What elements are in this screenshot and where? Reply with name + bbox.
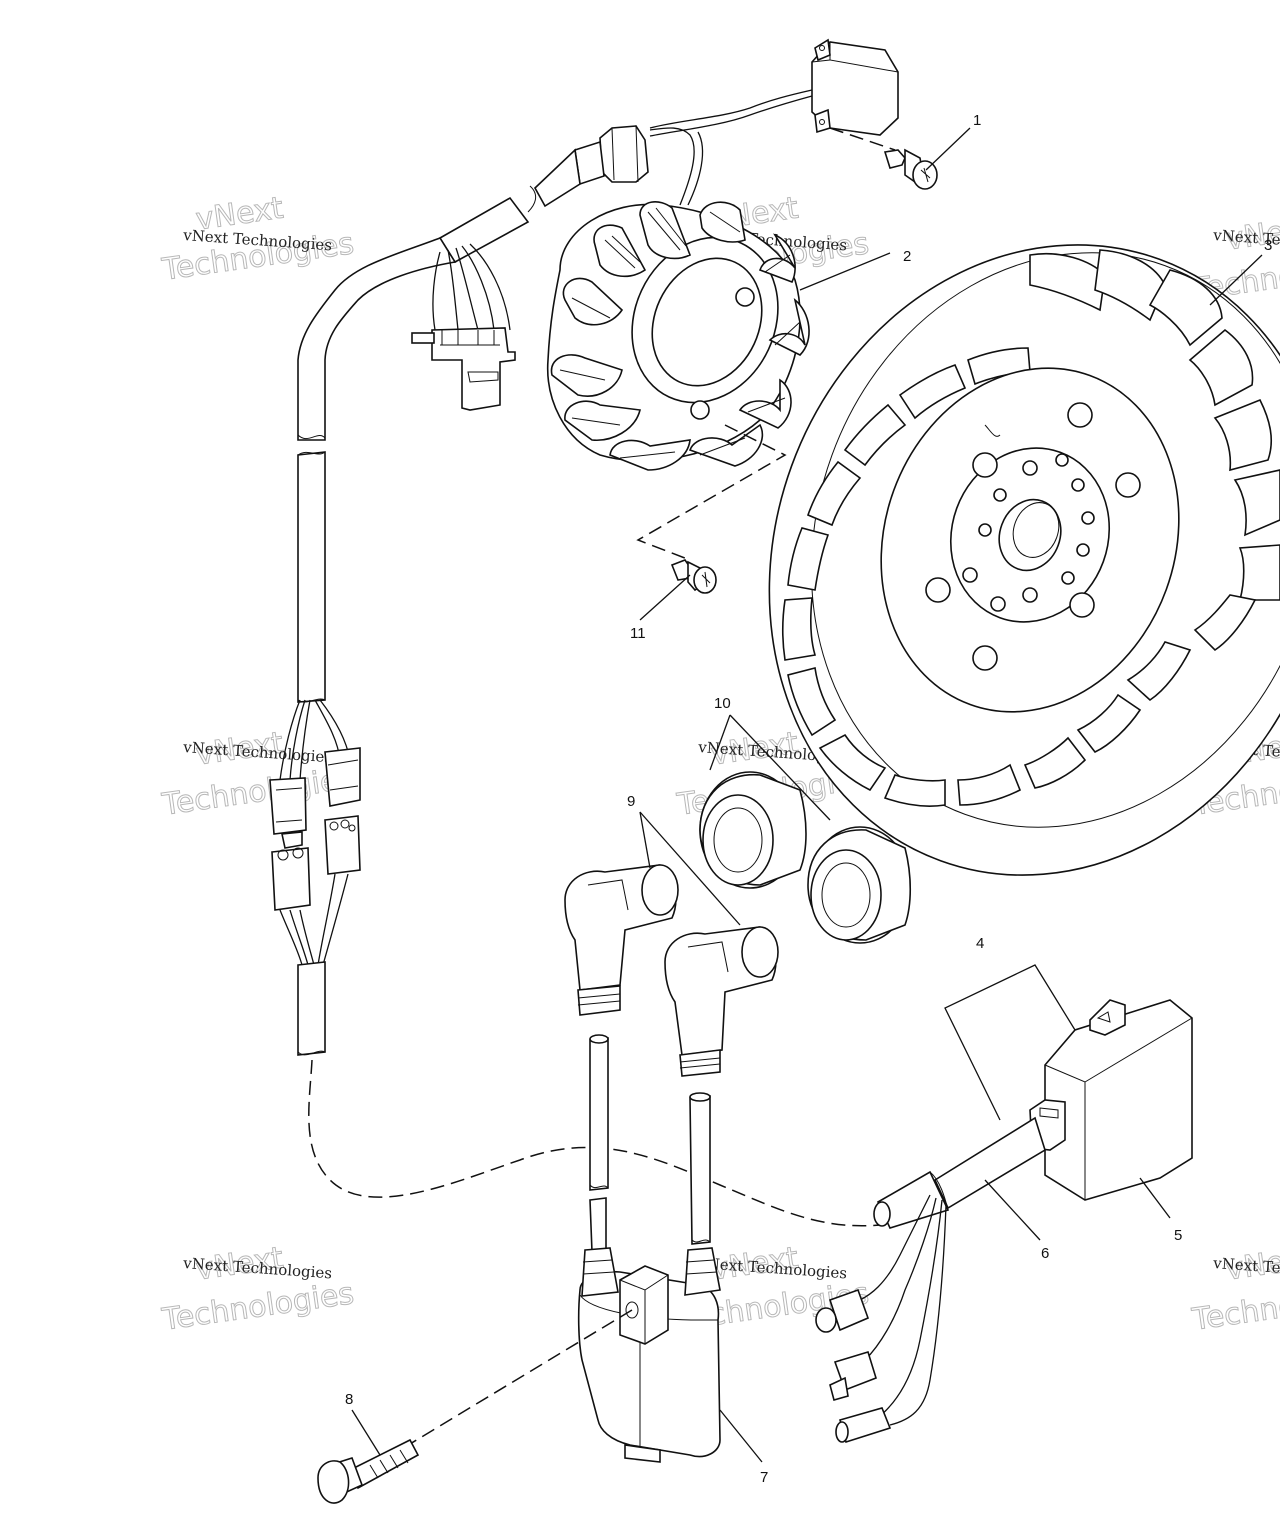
bolt-8 <box>317 1438 420 1504</box>
screw-11 <box>670 559 717 594</box>
dashed-harness-link <box>308 1059 881 1227</box>
callout-4: 4 <box>976 935 984 952</box>
callout-7: 7 <box>760 1469 768 1486</box>
ignition-coil <box>577 1034 721 1463</box>
spark-plug-caps-10 <box>699 771 911 944</box>
watermark-4: vNext Technologies <box>159 725 357 823</box>
harness-top <box>297 38 899 441</box>
flywheel <box>768 244 1280 876</box>
watermark-7: vNext Technologies <box>159 1240 357 1338</box>
screw-1 <box>829 127 938 190</box>
callout-10: 10 <box>714 695 731 712</box>
dashed-stator-screw <box>636 424 787 561</box>
watermark-big-text: Technologies <box>159 1276 356 1338</box>
cdi-box <box>815 999 1193 1444</box>
harness-left-tube <box>269 451 361 1056</box>
flywheel-bolts <box>925 402 1141 671</box>
callout-3: 3 <box>1264 237 1272 254</box>
watermark-9: vNext Technologies <box>1189 1240 1280 1338</box>
callout-6: 6 <box>1041 1245 1049 1262</box>
callout-5: 5 <box>1174 1227 1182 1244</box>
callout-2: 2 <box>903 248 911 265</box>
spark-plug-boots-9 <box>564 864 779 1077</box>
dashed-coil-bolt <box>399 1309 633 1451</box>
callout-1: 1 <box>973 112 981 129</box>
callout-9: 9 <box>627 793 635 810</box>
stator <box>546 127 810 471</box>
leader-lines <box>351 127 1263 1463</box>
callouts: 1 2 3 4 5 6 7 8 9 10 11 <box>345 112 1272 1486</box>
callout-8: 8 <box>345 1391 353 1408</box>
callout-11: 11 <box>630 625 646 642</box>
